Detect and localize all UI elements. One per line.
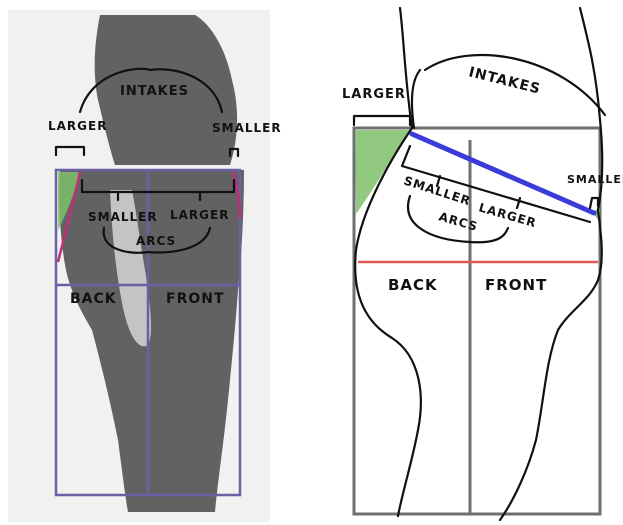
left-panel: INTAKES LARGER SMALLER SMALLER LARGER AR… — [8, 10, 282, 522]
right-smaller-bracket — [590, 198, 598, 208]
right-front-label: FRONT — [485, 276, 547, 294]
right-intakes-label: INTAKES — [467, 64, 542, 97]
right-panel: INTAKES LARGER SMALLER SMALLER LARGER AR… — [342, 8, 623, 520]
left-intakes-label: INTAKES — [120, 84, 189, 99]
left-front-label: FRONT — [166, 291, 225, 307]
right-waist-curve — [412, 70, 420, 128]
left-smaller-label: SMALLER — [212, 121, 282, 135]
right-arc-smaller-label: SMALLER — [402, 174, 473, 209]
left-back-label: BACK — [70, 291, 117, 307]
right-smaller-label: SMALLER — [567, 173, 623, 186]
right-larger-bracket — [354, 116, 410, 125]
left-larger-label: LARGER — [48, 119, 107, 133]
left-arcs-label: ARCS — [136, 234, 176, 248]
left-arc-smaller-label: SMALLER — [88, 210, 158, 224]
right-arcs-label: ARCS — [437, 209, 480, 234]
right-larger-label: LARGER — [342, 87, 406, 102]
right-back-label: BACK — [388, 276, 438, 294]
left-arc-larger-label: LARGER — [170, 208, 229, 222]
